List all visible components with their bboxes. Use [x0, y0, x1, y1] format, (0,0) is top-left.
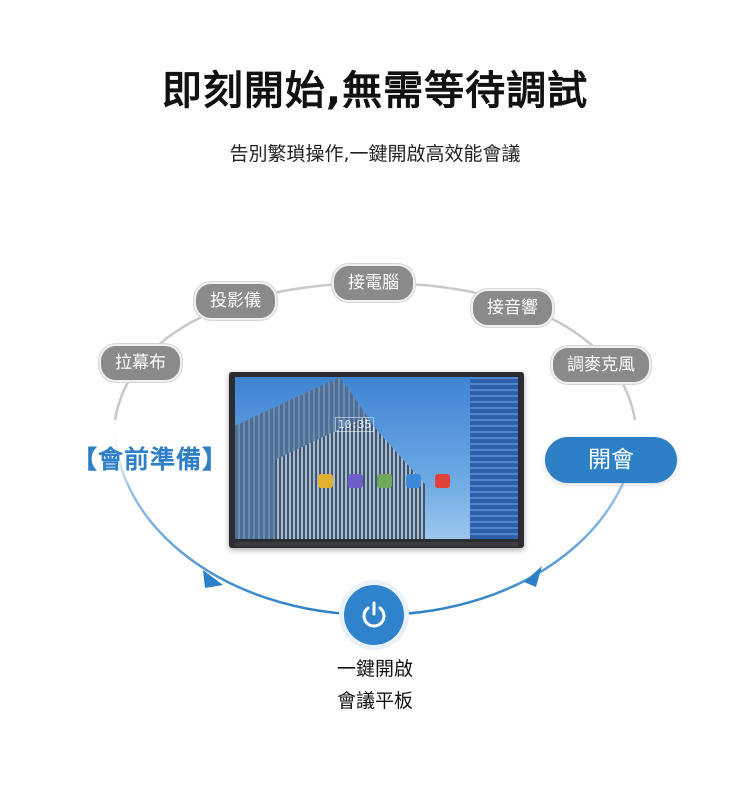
app-icon [435, 474, 450, 488]
page-subtitle: 告別繁瑣操作,一鍵開啟高效能會議 [229, 143, 521, 165]
meeting-start-label: 開會 [545, 437, 677, 483]
page-title: 即刻開始,無需等待調試 [161, 68, 589, 114]
panel-screen: 10:35 [235, 377, 518, 539]
arrow-right-icon [524, 566, 542, 587]
step-screen: 拉幕布 [99, 344, 182, 382]
panel-bezel-bar [235, 542, 518, 546]
power-button[interactable] [344, 585, 404, 645]
caption-line-1: 一鍵開啟 [336, 658, 413, 680]
caption-line-2: 會議平板 [336, 690, 413, 712]
step-adjust-mic: 調麥克風 [551, 346, 651, 384]
building-graphic [470, 377, 518, 539]
app-icon [318, 474, 333, 488]
app-icon [377, 474, 392, 488]
screen-clock: 10:35 [335, 417, 375, 432]
step-connect-audio: 接音響 [471, 289, 554, 327]
interactive-panel: 10:35 [229, 372, 524, 548]
power-icon [362, 601, 386, 628]
arrow-left-icon [203, 570, 223, 588]
pre-meeting-label: 【會前準備】 [72, 445, 229, 474]
step-projector: 投影儀 [194, 282, 277, 320]
app-icon [348, 474, 363, 488]
app-icon [406, 474, 421, 488]
step-connect-computer: 接電腦 [332, 264, 415, 302]
